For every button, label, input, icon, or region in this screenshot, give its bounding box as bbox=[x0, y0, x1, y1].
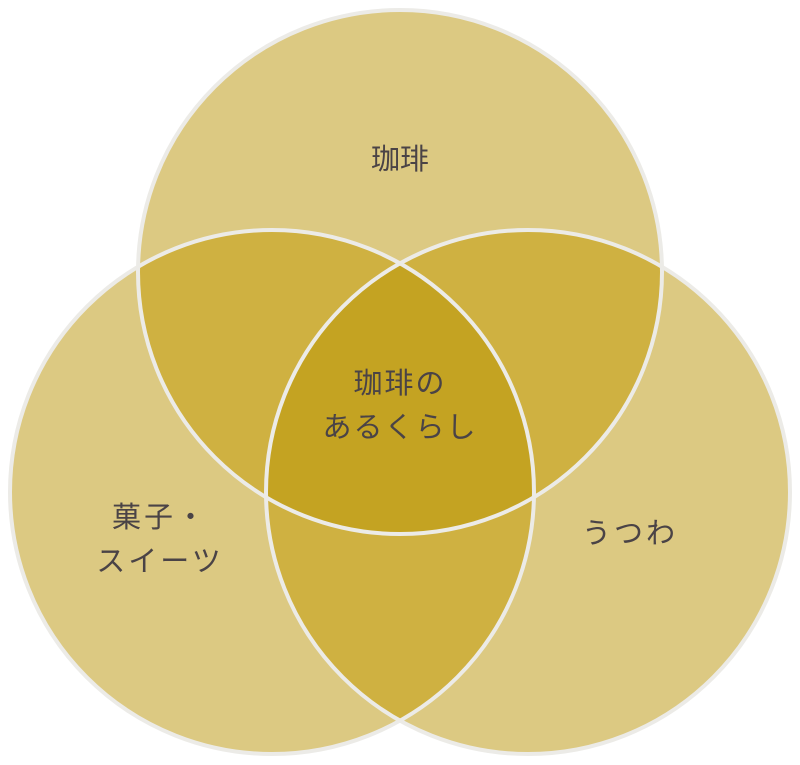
outline-right bbox=[264, 228, 792, 756]
label-sweets-line-2: スイーツ bbox=[96, 543, 224, 578]
label-tableware: うつわ bbox=[540, 512, 720, 556]
label-center-line-1: 珈琲の bbox=[353, 366, 447, 400]
label-coffee-text: 珈琲 bbox=[370, 142, 429, 176]
overlap-center bbox=[266, 230, 534, 534]
label-sweets: 菓子・ スイーツ bbox=[60, 496, 260, 583]
label-tableware-text: うつわ bbox=[581, 516, 678, 550]
outline-top bbox=[136, 8, 664, 536]
label-coffee: 珈琲 bbox=[300, 138, 500, 182]
outline-left bbox=[8, 228, 536, 756]
label-center: 珈琲の あるくらし bbox=[270, 362, 530, 449]
label-sweets-line-1: 菓子・ bbox=[111, 500, 208, 534]
label-center-line-2: あるくらし bbox=[322, 409, 478, 444]
